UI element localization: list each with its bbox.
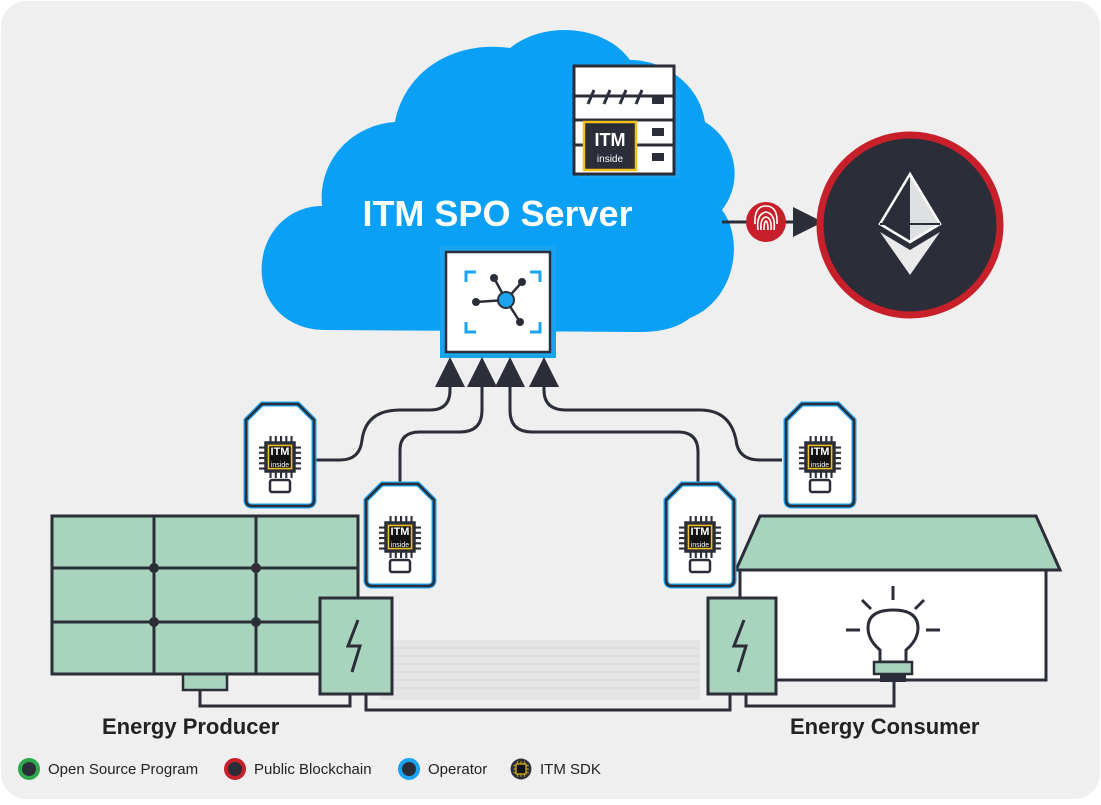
- legend-label: Public Blockchain: [254, 760, 372, 778]
- device-itm-label: ITM: [271, 446, 290, 458]
- wire-producer: [198, 690, 352, 708]
- device-producer-bottom: ITM inside: [366, 484, 434, 586]
- floor-stripes: [380, 640, 700, 700]
- device-inside-label: inside: [271, 462, 289, 469]
- wire-consumer: [744, 682, 896, 708]
- legend-label: ITM SDK: [540, 760, 601, 778]
- fingerprint-icon: [746, 202, 786, 242]
- producer-battery-icon: [318, 596, 394, 696]
- producer-label: Energy Producer: [102, 714, 280, 739]
- device-itm-label: ITM: [691, 526, 710, 538]
- blue-ring-icon: [398, 758, 420, 780]
- link-producer-1: [314, 357, 465, 462]
- legend-label: Operator: [428, 760, 488, 778]
- legend-open-source: Open Source Program: [18, 757, 198, 781]
- consumer-label: Energy Consumer: [790, 714, 980, 739]
- lightbulb-icon: [846, 586, 940, 682]
- server-rack-icon: ITM inside: [572, 64, 680, 178]
- link-consumer-2: [529, 357, 782, 462]
- legend-label: Open Source Program: [48, 760, 199, 778]
- ethereum-icon: [816, 131, 1004, 319]
- solar-panel: [50, 514, 360, 692]
- device-producer-top: ITM inside: [246, 404, 314, 506]
- device-consumer-bottom: ITM inside: [666, 484, 734, 586]
- link-consumer-1: [495, 357, 700, 482]
- hub-icon: [440, 246, 556, 358]
- device-inside-label: inside: [391, 542, 409, 549]
- device-consumer-top: ITM inside: [786, 404, 854, 506]
- server-inside-label: inside: [597, 154, 624, 165]
- wire-bridge: [364, 694, 732, 712]
- server-itm-label: ITM: [595, 130, 626, 150]
- chip-icon: [510, 758, 532, 780]
- green-ring-icon: [18, 758, 40, 780]
- server-title: ITM SPO Server: [362, 193, 633, 234]
- device-itm-label: ITM: [391, 526, 410, 538]
- legend-public-blockchain: Public Blockchain: [224, 757, 372, 781]
- device-inside-label: inside: [691, 542, 709, 549]
- device-itm-label: ITM: [811, 446, 830, 458]
- legend-operator: Operator: [398, 757, 487, 781]
- consumer-battery-icon: [706, 596, 778, 696]
- red-ring-icon: [224, 758, 246, 780]
- link-producer-2: [398, 357, 497, 482]
- device-inside-label: inside: [811, 462, 829, 469]
- legend-itm-sdk: ITM SDK: [510, 757, 601, 781]
